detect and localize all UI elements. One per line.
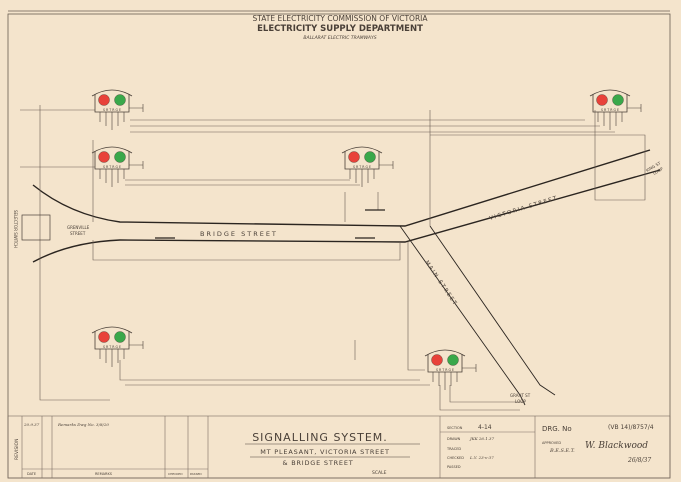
track-bars — [155, 209, 385, 239]
grenville-street-label: GRENVILLE — [67, 225, 90, 230]
drawn-label: DRAWN — [447, 437, 461, 441]
signature-date: 26/8/37 — [627, 457, 651, 464]
signal-terminals: S R T R G E — [103, 165, 121, 169]
date-column-label: DATE — [27, 472, 36, 476]
scale-label: SCALE — [372, 470, 387, 476]
checked-column-label: CHECKED — [168, 472, 183, 476]
drg-value: (VB 14)/8757/4 — [608, 424, 654, 431]
checked-row-label: CHECKED — [447, 456, 464, 460]
revision-label: REVISION — [14, 439, 20, 460]
revision-date: 20.9.37 — [23, 422, 40, 427]
green-lamp-icon — [364, 151, 376, 163]
header-line2: ELECTRICITY SUPPLY DEPARTMENT — [257, 24, 423, 34]
signal-leads — [597, 104, 642, 130]
section-value: 4-14 — [478, 424, 492, 431]
selector-switch-label: SELECTOR SWITCH — [13, 210, 18, 248]
signal-head: S R T R G E — [341, 146, 394, 187]
header-line1: STATE ELECTRICITY COMMISSION OF VICTORIA — [252, 14, 428, 23]
green-lamp-icon — [612, 94, 624, 106]
traced-label: TRACED — [446, 447, 461, 451]
roads — [32, 149, 661, 406]
passed-column-label: PASSED — [190, 472, 202, 476]
red-lamp-icon — [596, 94, 608, 106]
bridge-street-label: BRIDGE STREET — [200, 230, 278, 238]
approved-label: APPROVED — [542, 441, 561, 445]
signal-leads — [349, 161, 394, 187]
drawing-subtitle-1: MT PLEASANT, VICTORIA STREET — [260, 448, 390, 456]
signal-leads — [432, 364, 477, 390]
signal-leads — [99, 104, 144, 130]
green-lamp-icon — [114, 94, 126, 106]
drawn-value: JKK 26.1.37 — [469, 436, 495, 441]
approved-by: B.E.S.E.T. — [549, 448, 575, 454]
signal-terminals: S R T R G E — [103, 108, 121, 112]
green-lamp-icon — [114, 151, 126, 163]
signal-terminals: S R T R G E — [103, 345, 121, 349]
grant-st-loop-label-2: LOOP — [515, 399, 526, 404]
red-lamp-icon — [431, 354, 443, 366]
signals: S R T R G E S R T R G E S R T R G E S R T R… — [91, 89, 642, 390]
signal-head: S R T R G E — [424, 349, 477, 390]
drawing-subtitle-2: & BRIDGE STREET — [282, 459, 353, 467]
grant-st-loop-label: GRANT ST — [510, 393, 531, 398]
red-lamp-icon — [98, 331, 110, 343]
wiring — [20, 105, 646, 411]
grenville-street-label-2: STREET — [70, 231, 86, 236]
red-lamp-icon — [98, 94, 110, 106]
signal-terminals: S R T R G E — [436, 368, 454, 372]
checked-value: L.Y. 23-v-37 — [469, 455, 494, 460]
signal-head: S R T R G E — [91, 89, 144, 130]
revision-remark: Remarks Dwg No. 3/8/20 — [57, 422, 109, 427]
signal-terminals: S R T R G E — [353, 165, 371, 169]
passed-row-label: PASSED — [447, 465, 461, 469]
header-line3: BALLARAT ELECTRIC TRAMWAYS — [303, 35, 376, 41]
red-lamp-icon — [348, 151, 360, 163]
signal-head: S R T R G E — [91, 146, 144, 187]
signal-leads — [99, 341, 144, 367]
drawing-title: SIGNALLING SYSTEM. — [252, 431, 388, 444]
title-block — [7, 415, 671, 479]
remarks-column-label: REMARKS — [95, 472, 113, 476]
signal-terminals: S R T R G E — [601, 108, 619, 112]
signal-head: S R T R G E — [91, 326, 144, 367]
selector-switch-box — [21, 214, 51, 241]
signal-head: S R T R G E — [589, 89, 642, 130]
drg-label: DRG. No — [542, 425, 572, 433]
signal-leads — [99, 161, 144, 187]
section-label: SECTION — [447, 426, 463, 430]
king-st-loop-label-2: LOOP — [652, 166, 664, 176]
red-lamp-icon — [98, 151, 110, 163]
green-lamp-icon — [447, 354, 459, 366]
green-lamp-icon — [114, 331, 126, 343]
signature: W. Blackwood — [585, 441, 648, 451]
